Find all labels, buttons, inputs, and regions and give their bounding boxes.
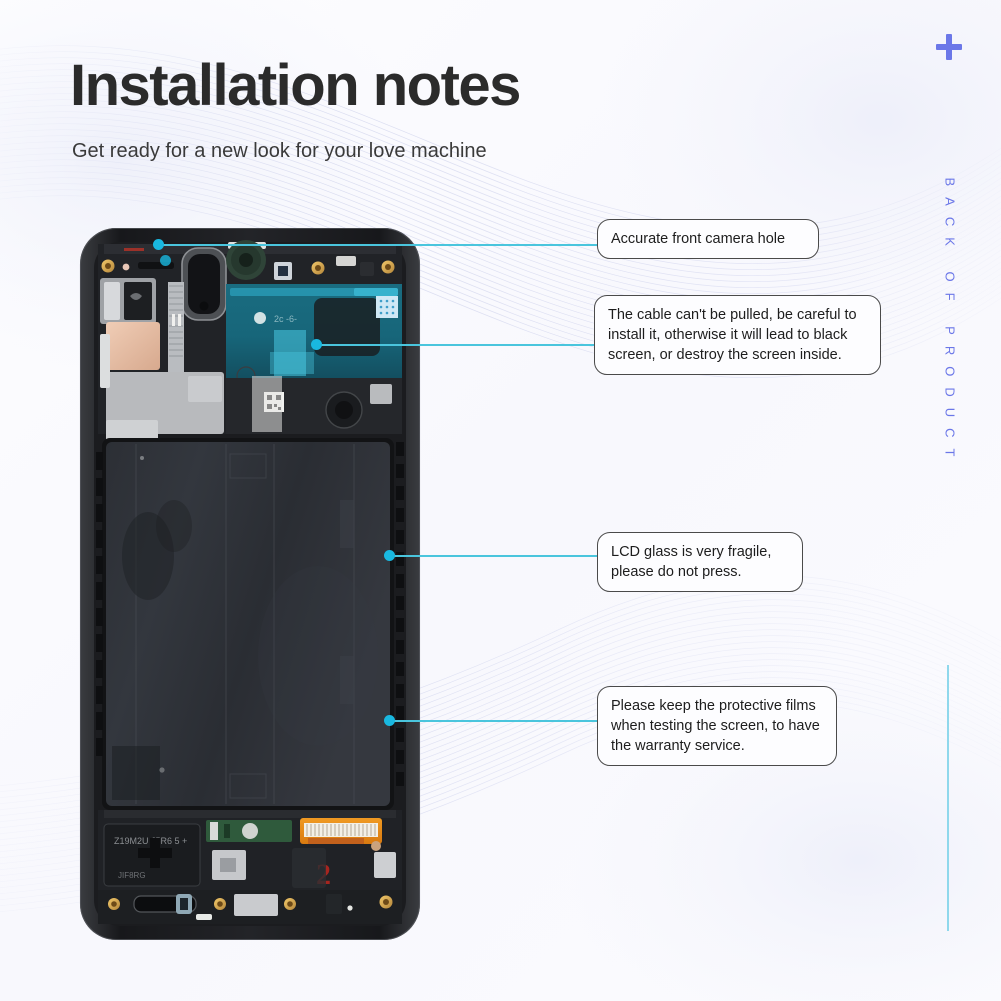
callout-protective-films-text: Please keep the protective films when te… bbox=[611, 698, 820, 754]
anchor-dot-protective-films bbox=[384, 715, 395, 726]
callout-protective-films: Please keep the protective films when te… bbox=[597, 686, 837, 766]
callout-cable-warning: The cable can't be pulled, be careful to… bbox=[594, 295, 881, 375]
page-title: Installation notes bbox=[70, 53, 521, 118]
leader-line-lcd-fragile bbox=[394, 555, 597, 557]
anchor-dot-lcd-fragile bbox=[384, 550, 395, 561]
leader-line-camera-hole bbox=[163, 244, 597, 246]
page-subtitle: Get ready for a new look for your love m… bbox=[72, 140, 487, 162]
callout-camera-hole: Accurate front camera hole bbox=[597, 219, 819, 259]
svg-text:2c -6-: 2c -6- bbox=[274, 314, 297, 324]
phone-internal-back-view: 2c -6- bbox=[79, 227, 421, 941]
side-rail-divider-line bbox=[947, 665, 949, 931]
anchor-dot-secondary-camera bbox=[160, 255, 171, 266]
svg-text:JIF8RG: JIF8RG bbox=[118, 871, 146, 880]
leader-line-cable-warning bbox=[321, 344, 594, 346]
leader-line-protective-films bbox=[394, 720, 597, 722]
anchor-dot-cable-warning bbox=[311, 339, 322, 350]
callout-cable-warning-text: The cable can't be pulled, be careful to… bbox=[608, 307, 857, 363]
side-rail-label: BACK OF PRODUCT bbox=[942, 177, 958, 468]
callout-lcd-fragile: LCD glass is very fragile, please do not… bbox=[597, 532, 803, 592]
side-rail: BACK OF PRODUCT bbox=[918, 24, 980, 644]
plus-icon bbox=[936, 34, 962, 60]
anchor-dot-camera-hole bbox=[153, 239, 164, 250]
callout-camera-hole-text: Accurate front camera hole bbox=[611, 231, 786, 247]
callout-lcd-fragile-text: LCD glass is very fragile, please do not… bbox=[611, 544, 772, 580]
